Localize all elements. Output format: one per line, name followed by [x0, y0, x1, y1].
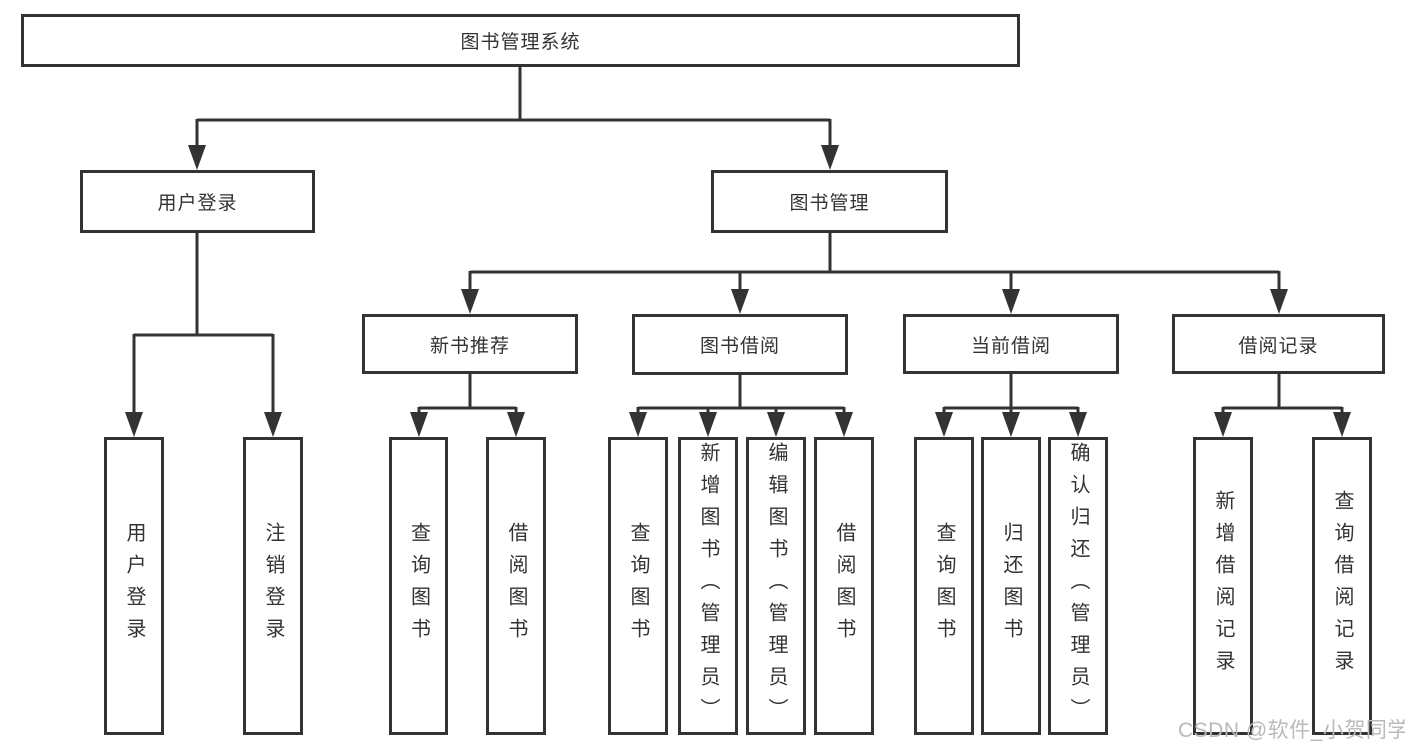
- node-book-management: 图书管理: [711, 170, 948, 233]
- leaf-edit-book-admin: 编辑图书（管理员）: [746, 437, 806, 735]
- leaf-borrow-books-recommend: 借阅图书: [486, 437, 546, 735]
- csdn-watermark: CSDN @软件_小贺同学: [1178, 719, 1405, 742]
- leaf-user-login: 用户登录: [104, 437, 164, 735]
- node-library-management-system: 图书管理系统: [21, 14, 1020, 67]
- leaf-borrow-books: 借阅图书: [814, 437, 874, 735]
- leaf-add-book-admin: 新增图书（管理员）: [678, 437, 738, 735]
- node-book-borrowing: 图书借阅: [632, 314, 848, 375]
- leaf-query-books-recommend: 查询图书: [389, 437, 448, 735]
- leaf-query-books-current: 查询图书: [914, 437, 974, 735]
- leaf-return-book: 归还图书: [981, 437, 1041, 735]
- leaf-logout: 注销登录: [243, 437, 303, 735]
- node-new-book-recommendation: 新书推荐: [362, 314, 578, 374]
- node-borrowing-records: 借阅记录: [1172, 314, 1385, 374]
- leaf-add-borrow-record: 新增借阅记录: [1193, 437, 1253, 735]
- node-user-login-branch: 用户登录: [80, 170, 315, 233]
- leaf-query-borrow-record: 查询借阅记录: [1312, 437, 1372, 735]
- leaf-confirm-return-admin: 确认归还（管理员）: [1048, 437, 1108, 735]
- leaf-query-books-borrowing: 查询图书: [608, 437, 668, 735]
- node-current-borrowing: 当前借阅: [903, 314, 1119, 374]
